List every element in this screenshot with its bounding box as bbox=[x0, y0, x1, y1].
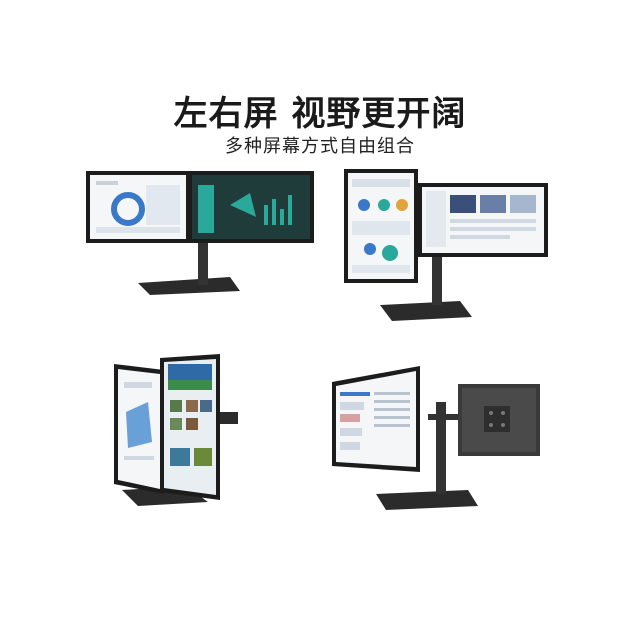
page-subtitle: 多种屏幕方式自由组合 bbox=[225, 136, 415, 157]
scene-portrait-landscape bbox=[340, 165, 560, 335]
page-title: 左右屏 视野更开阔 bbox=[173, 94, 467, 134]
scene-dual-portrait bbox=[108, 352, 258, 527]
scene-landscape-rear bbox=[328, 362, 548, 522]
scene-side-by-side bbox=[80, 165, 320, 305]
